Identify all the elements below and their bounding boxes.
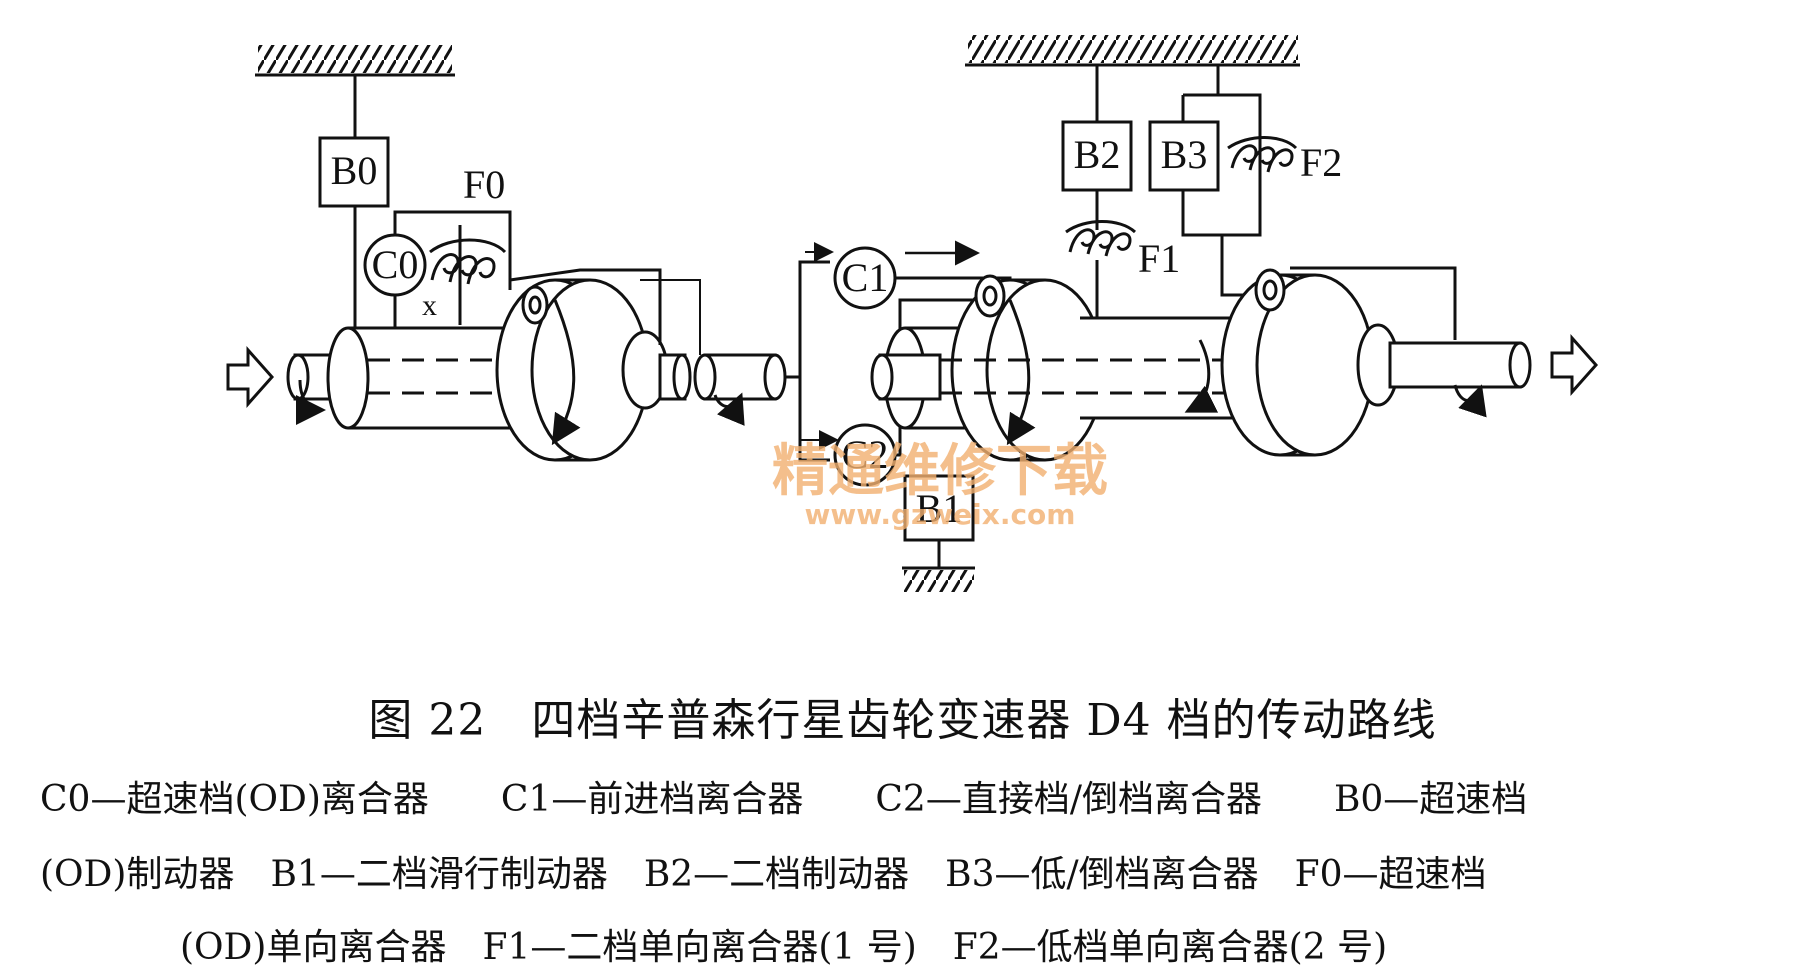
watermark-url: www.gzweix.com [805,498,1076,531]
svg-text:B0: B0 [331,148,378,193]
svg-text:C1: C1 [842,255,889,300]
f1-label: F1 [1138,236,1180,281]
right-output-shaft [940,268,1532,457]
svg-text:B3: B3 [1161,132,1208,177]
c2-clutch-circle: C2 [833,423,897,487]
b0-brake-box: B0 [318,136,390,208]
f2-one-way-clutch-icon [1227,136,1298,173]
f2-label: F2 [1300,140,1342,185]
c0-clutch-circle: C0 [363,233,427,297]
svg-text:C2: C2 [842,432,889,477]
intermediate-shaft [693,353,787,426]
legend-line: (OD)制动器 B1—二档滑行制动器 B2—二档制动器 B3—低/倒档离合器 F… [40,854,1487,895]
f0-one-way-clutch-icon [429,238,507,285]
f0-label: F0 [463,162,505,207]
svg-text:C0: C0 [372,242,419,287]
svg-text:B2: B2 [1074,132,1121,177]
figure-caption: 图 22 四档辛普森行星齿轮变速器 D4 档的传动路线 [368,695,1437,746]
svg-text:B1: B1 [916,486,963,531]
b3-brake-box: B3 [1148,120,1220,192]
legend-line: C0—超速档(OD)离合器 C1—前进档离合器 C2—直接档/倒档离合器 B0—… [40,779,1528,820]
ground-hatch-b1 [902,566,975,592]
input-arrow-icon [226,346,275,408]
watermark-text: 精通维修下载 [772,439,1108,504]
c1-clutch-circle: C1 [833,246,897,310]
output-arrow-icon [1550,334,1599,396]
ground-hatch-left [255,45,455,77]
x-mark-label: x [422,289,437,322]
ground-hatch-right [965,35,1300,67]
right-planetary-front [870,274,1105,462]
f1-one-way-clutch-icon [1065,220,1137,257]
transmission-diagram: B0 C0 F0 x [226,35,1599,592]
b2-brake-box: B2 [1061,120,1133,192]
legend-line: (OD)单向离合器 F1—二档单向离合器(1 号) F2—低档单向离合器(2 号… [180,927,1388,968]
